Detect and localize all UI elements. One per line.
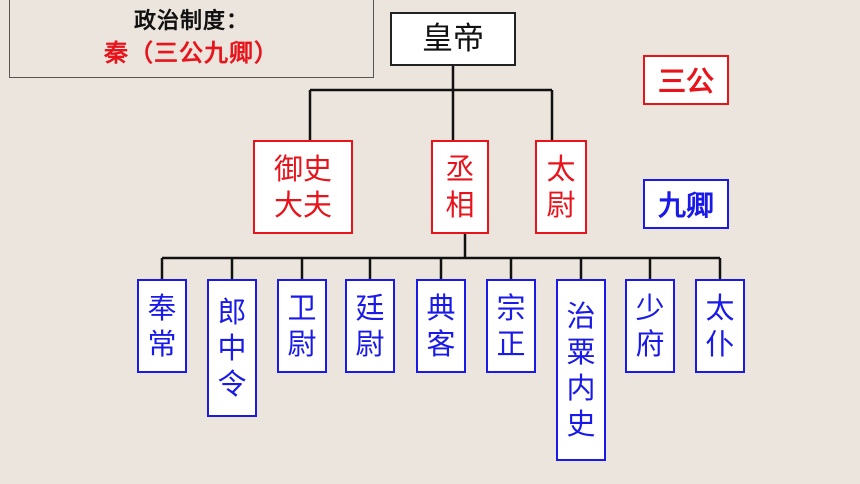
- jiuqing-label-line: 尉: [355, 327, 385, 361]
- jiuqing-label-line: 粟: [566, 335, 596, 369]
- jiuqing-label-line: 少: [635, 291, 665, 325]
- jiuqing-label-line: 太: [705, 291, 735, 325]
- jiuqing-label-line: 中: [217, 331, 247, 365]
- sangong-yushidafu-box: 御史 大夫: [253, 140, 353, 234]
- jiuqing-label-line: 奉: [147, 291, 177, 325]
- jiuqing-weiwei-box: 卫 尉: [277, 279, 327, 373]
- jiuqing-label-line: 仆: [705, 327, 735, 361]
- jiuqing-label-line: 府: [635, 327, 665, 361]
- jiuqing-label-line: 内: [566, 371, 596, 405]
- jiuqing-taipu-box: 太 仆: [695, 279, 745, 373]
- jiuqing-label-line: 卫: [287, 291, 317, 325]
- emperor-label: 皇帝: [422, 21, 484, 57]
- sangong-label-line: 大夫: [273, 188, 332, 222]
- page-title: 政治制度：: [133, 9, 249, 34]
- sangong-chengxiang-box: 丞 相: [431, 140, 489, 234]
- jiuqing-shaofu-box: 少 府: [625, 279, 675, 373]
- emperor-box: 皇帝: [390, 12, 516, 66]
- jiuqing-label-line: 常: [147, 327, 177, 361]
- legend-sangong-label: 三公: [657, 65, 714, 98]
- jiuqing-label-line: 客: [426, 327, 456, 361]
- title-box: 政治制度： 秦（三公九卿）: [9, 0, 374, 78]
- jiuqing-zongzheng-box: 宗 正: [486, 279, 536, 373]
- sangong-label-line: 太: [546, 152, 576, 186]
- jiuqing-label-line: 令: [217, 367, 247, 401]
- jiuqing-label-line: 宗: [496, 291, 526, 325]
- legend-sangong: 三公: [643, 55, 729, 105]
- legend-jiuqing: 九卿: [643, 179, 729, 229]
- jiuqing-label-line: 史: [566, 407, 596, 441]
- sangong-taiwei-box: 太 尉: [535, 140, 587, 234]
- jiuqing-label-line: 廷: [355, 291, 385, 325]
- jiuqing-label-line: 正: [496, 327, 526, 361]
- sangong-label-line: 尉: [546, 188, 576, 222]
- sangong-label-line: 御史: [273, 152, 332, 186]
- jiuqing-label-line: 郎: [217, 295, 247, 329]
- sangong-label-line: 相: [445, 188, 475, 222]
- jiuqing-zhisuneishi-box: 治 粟 内 史: [556, 279, 606, 461]
- jiuqing-dianke-box: 典 客: [416, 279, 466, 373]
- jiuqing-tingwei-box: 廷 尉: [345, 279, 395, 373]
- jiuqing-fengchang-box: 奉 常: [137, 279, 187, 373]
- jiuqing-label-line: 典: [426, 291, 456, 325]
- page-subtitle: 秦（三公九卿）: [104, 39, 279, 67]
- jiuqing-langzhongling-box: 郎 中 令: [207, 279, 257, 417]
- jiuqing-label-line: 尉: [287, 327, 317, 361]
- sangong-label-line: 丞: [445, 152, 475, 186]
- jiuqing-label-line: 治: [566, 299, 596, 333]
- legend-jiuqing-label: 九卿: [657, 189, 714, 222]
